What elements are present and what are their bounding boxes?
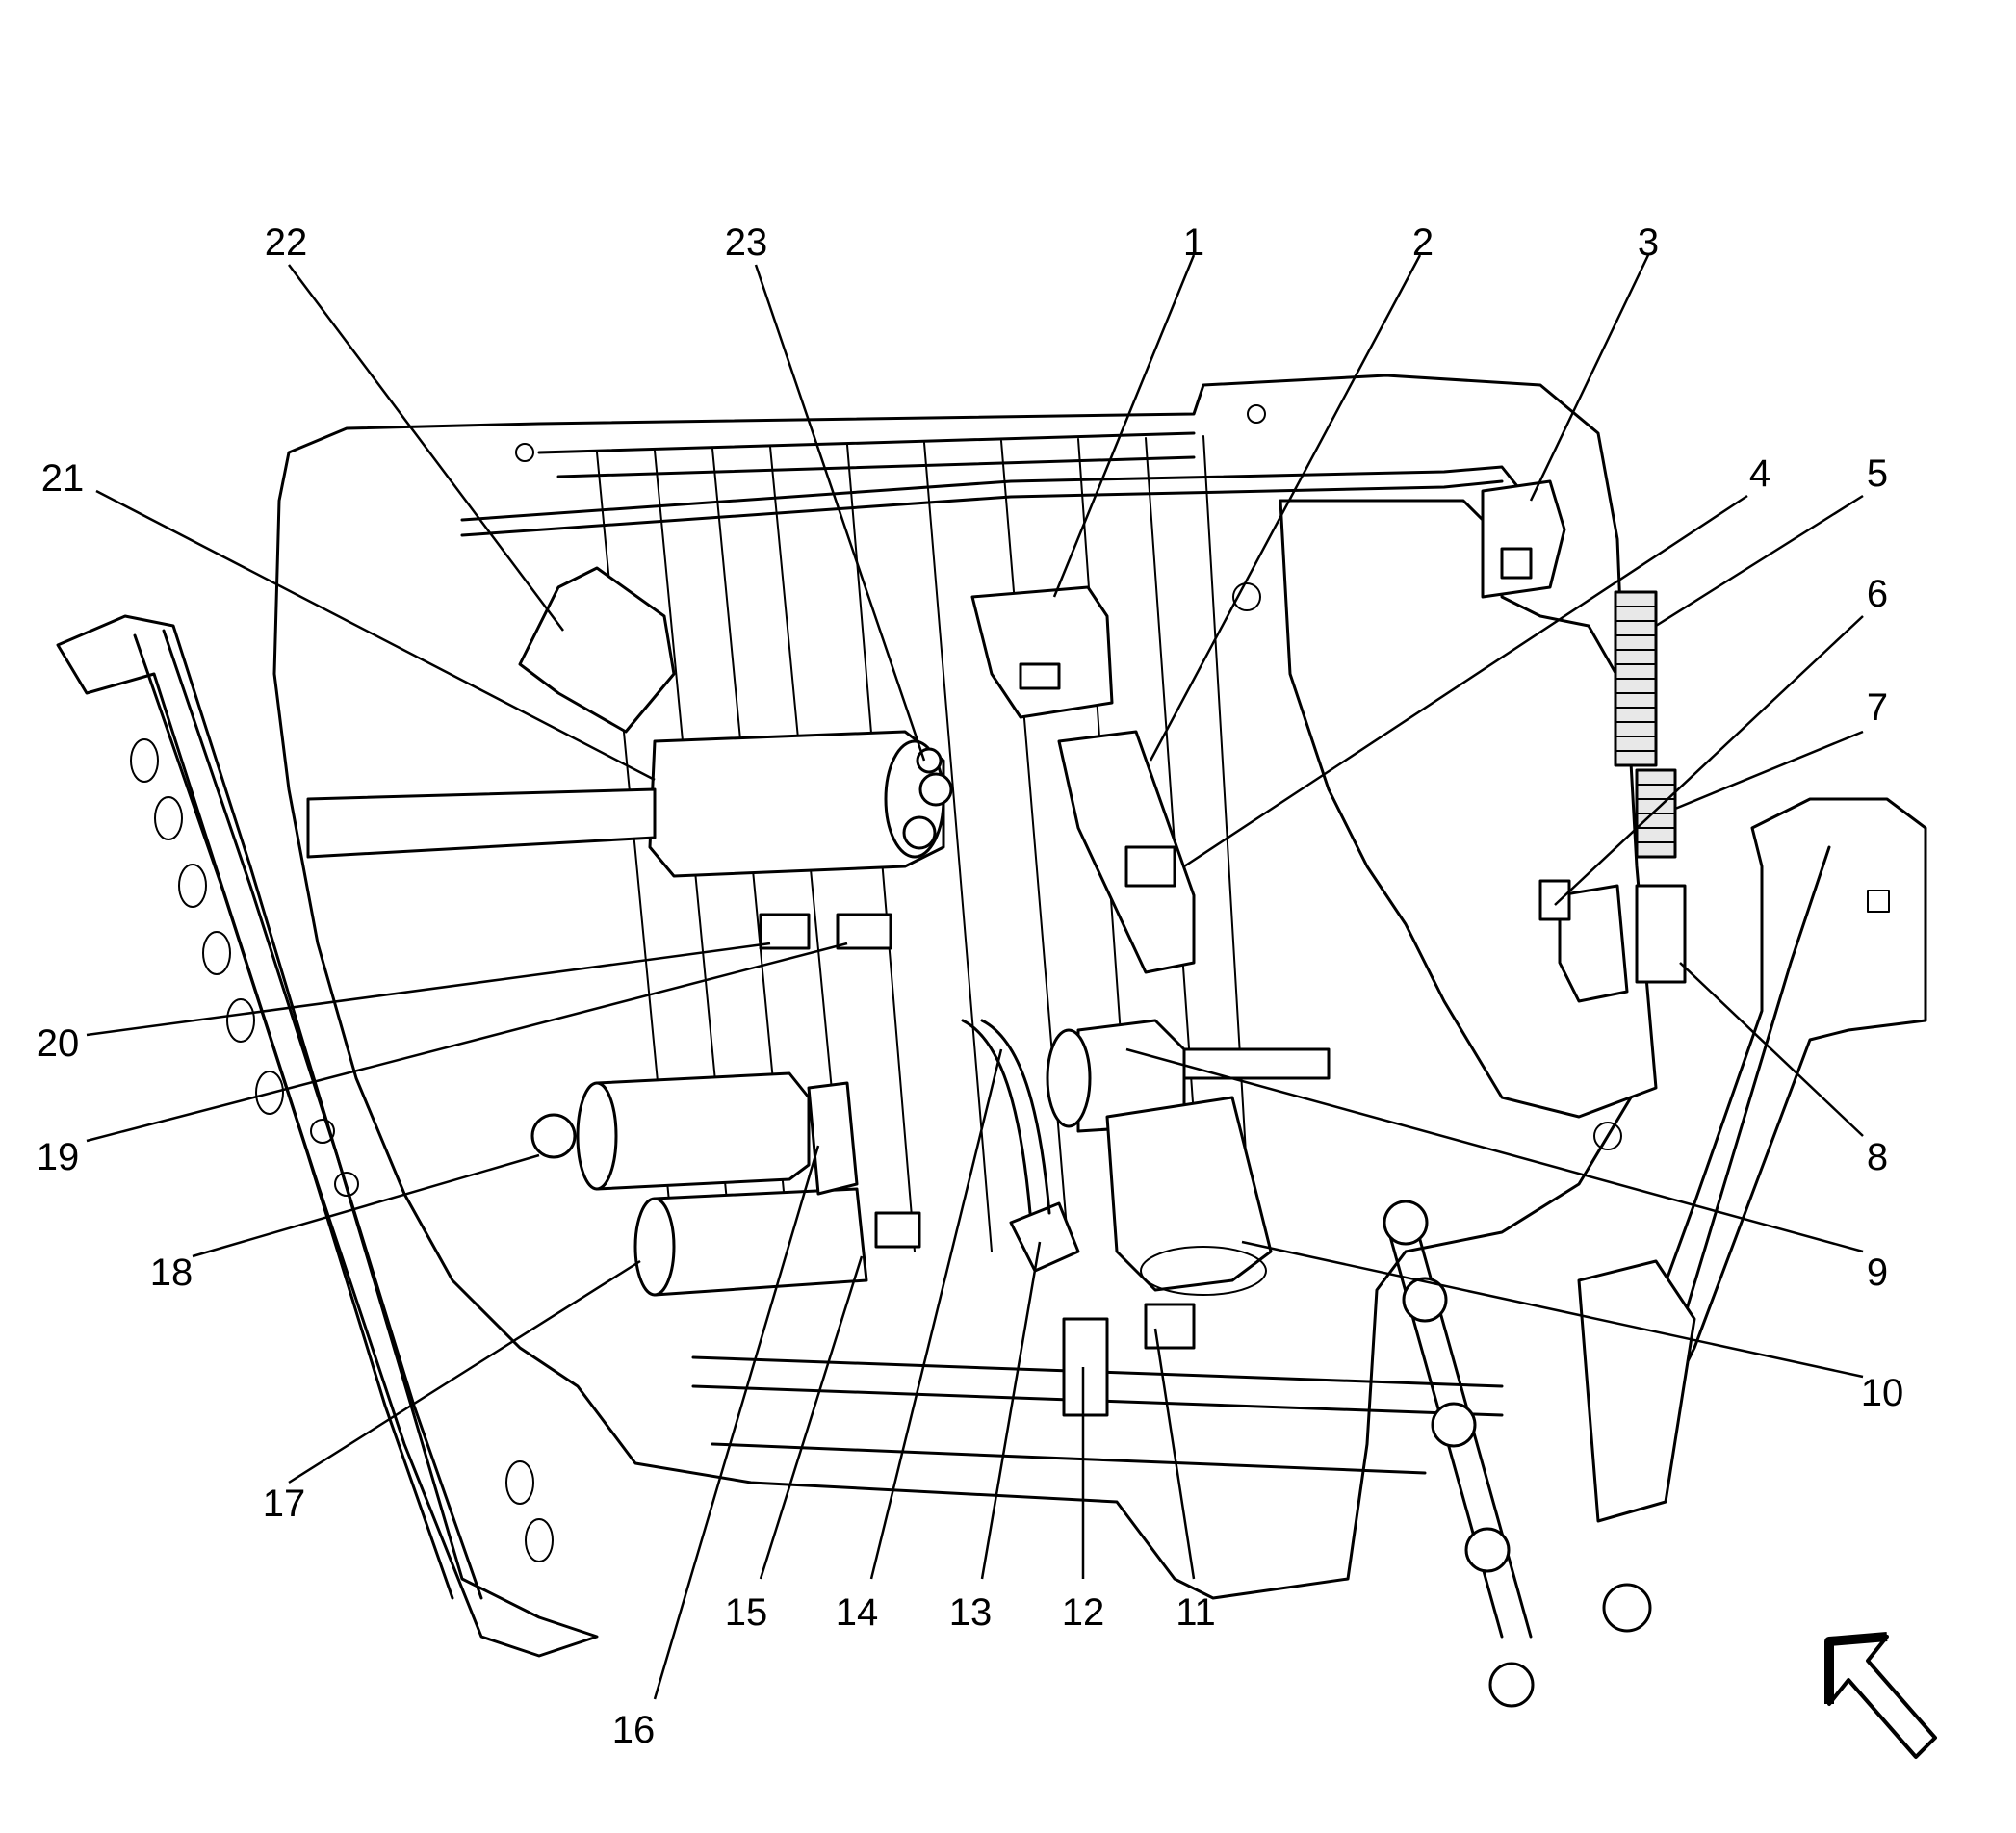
component-10-motor (1105, 1096, 1273, 1296)
leader-15 (759, 1255, 864, 1580)
leader-16 (653, 1145, 820, 1700)
component-11-connector (1144, 1303, 1196, 1350)
leader-5 (1655, 494, 1864, 628)
leader-20 (86, 942, 771, 1037)
component-21-motor (306, 730, 953, 878)
left-seat-track (56, 614, 599, 1658)
callout-labels: 1 2 3 4 5 6 7 8 9 10 11 12 13 14 15 16 1… (37, 221, 1904, 1751)
component-18-motor (530, 1071, 811, 1191)
leader-8 (1679, 962, 1864, 1137)
callout-10: 10 (1861, 1372, 1904, 1414)
callout-14: 14 (836, 1591, 879, 1634)
callout-7: 7 (1867, 686, 1888, 729)
leader-6 (1554, 615, 1864, 906)
right-seat-track (1615, 797, 1927, 1427)
lower-right-linkage (1383, 1200, 1696, 1708)
callout-13: 13 (949, 1591, 993, 1634)
leader-18 (192, 1153, 540, 1258)
leader-21 (95, 489, 656, 782)
leader-lines (86, 254, 1864, 1700)
callout-21: 21 (41, 457, 85, 500)
callout-6: 6 (1867, 573, 1888, 615)
component-13-connector (1009, 1201, 1080, 1273)
callout-1: 1 (1183, 221, 1204, 264)
component-15-connector (874, 1211, 921, 1249)
component-6-switch (1538, 879, 1629, 1003)
leader-7 (1674, 730, 1864, 811)
callout-5: 5 (1867, 452, 1888, 495)
callout-11: 11 (1176, 1591, 1216, 1634)
component-5-gear-rack (1614, 590, 1658, 767)
leader-23 (754, 264, 926, 762)
component-1-connector (970, 585, 1114, 719)
callout-22: 22 (265, 221, 308, 264)
component-20-connector (759, 913, 811, 950)
component-7-gear-rack (1635, 768, 1677, 859)
callout-15: 15 (725, 1591, 768, 1634)
view-direction-arrow-icon (1824, 1632, 1937, 1759)
component-2-harness-module (1057, 730, 1196, 974)
component-3-connector (1481, 479, 1566, 599)
leader-22 (288, 264, 564, 632)
component-8-bracket (1635, 884, 1687, 984)
callout-20: 20 (37, 1022, 80, 1065)
leader-3 (1529, 254, 1650, 502)
leader-17 (288, 1259, 641, 1484)
component-12-connector (1062, 1317, 1109, 1417)
component-14-harness (961, 1019, 1051, 1215)
component-16-gearbox (807, 1081, 859, 1196)
callout-17: 17 (263, 1483, 306, 1525)
component-22-module (518, 566, 676, 734)
leader-13 (980, 1241, 1042, 1580)
callout-23: 23 (725, 221, 768, 264)
leader-9 (1125, 1047, 1864, 1253)
leader-10 (1241, 1240, 1864, 1379)
callout-19: 19 (37, 1136, 80, 1178)
component-9-motor (1046, 1019, 1331, 1133)
leader-1 (1052, 254, 1196, 598)
callout-8: 8 (1867, 1136, 1888, 1178)
callout-16: 16 (612, 1709, 656, 1751)
callout-12: 12 (1062, 1591, 1105, 1634)
component-17-motor (633, 1187, 868, 1297)
callout-3: 3 (1638, 221, 1659, 264)
callout-4: 4 (1749, 452, 1770, 495)
leader-19 (86, 942, 848, 1143)
callout-2: 2 (1412, 221, 1434, 264)
leader-2 (1149, 254, 1422, 762)
callout-18: 18 (150, 1252, 194, 1294)
leader-11 (1153, 1328, 1196, 1580)
leader-4 (1183, 494, 1748, 868)
leader-14 (869, 1048, 1003, 1580)
callout-9: 9 (1867, 1252, 1888, 1294)
